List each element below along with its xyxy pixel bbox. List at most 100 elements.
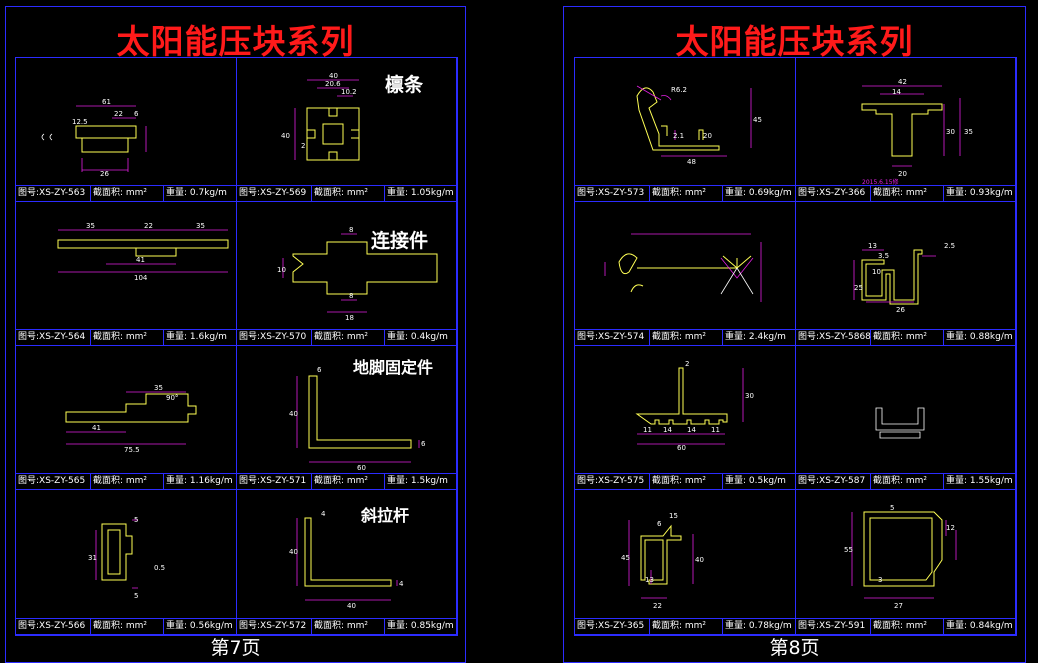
svg-text:6: 6 bbox=[134, 110, 139, 118]
svg-text:26: 26 bbox=[100, 170, 109, 178]
svg-text:90°: 90° bbox=[166, 394, 178, 402]
svg-text:35: 35 bbox=[86, 222, 95, 230]
profile-drawing: 6 40 60 6 bbox=[289, 366, 426, 472]
svg-text:4: 4 bbox=[399, 580, 404, 588]
svg-text:22: 22 bbox=[114, 110, 123, 118]
svg-text:22: 22 bbox=[653, 602, 662, 610]
svg-text:10.2: 10.2 bbox=[341, 88, 357, 96]
svg-text:0.5: 0.5 bbox=[154, 564, 165, 572]
svg-text:14: 14 bbox=[687, 426, 696, 434]
svg-text:10: 10 bbox=[872, 268, 881, 276]
svg-text:14: 14 bbox=[892, 88, 901, 96]
svg-text:104: 104 bbox=[134, 274, 148, 282]
svg-text:40: 40 bbox=[347, 602, 356, 610]
svg-text:3.5: 3.5 bbox=[878, 252, 889, 260]
svg-text:13: 13 bbox=[645, 576, 654, 584]
svg-text:26: 26 bbox=[896, 306, 905, 314]
category-label: 连接件 bbox=[371, 230, 429, 252]
revision-note: 2015.6.15修 bbox=[862, 178, 899, 186]
svg-text:35: 35 bbox=[154, 384, 163, 392]
svg-text:2: 2 bbox=[685, 360, 689, 368]
svg-text:12.5: 12.5 bbox=[72, 118, 88, 126]
svg-text:41: 41 bbox=[92, 424, 101, 432]
svg-text:45: 45 bbox=[753, 116, 762, 124]
svg-text:42: 42 bbox=[898, 78, 907, 86]
page-number: 第7页 bbox=[210, 637, 261, 659]
svg-text:5: 5 bbox=[890, 504, 894, 512]
svg-text:2.1: 2.1 bbox=[673, 132, 684, 140]
sheet-title: 太阳能压块系列 bbox=[675, 22, 914, 61]
svg-text:12: 12 bbox=[946, 524, 955, 532]
svg-text:6: 6 bbox=[421, 440, 426, 448]
svg-text:35: 35 bbox=[196, 222, 205, 230]
svg-text:15: 15 bbox=[669, 512, 678, 520]
category-label: 檩条 bbox=[385, 74, 424, 96]
category-label: 斜拉杆 bbox=[361, 506, 410, 525]
svg-text:45: 45 bbox=[621, 554, 630, 562]
svg-text:4: 4 bbox=[321, 510, 326, 518]
svg-text:40: 40 bbox=[289, 410, 298, 418]
profile-drawing: 4 40 40 4 bbox=[289, 510, 404, 610]
svg-text:8: 8 bbox=[349, 226, 353, 234]
profile-drawing: 8 10 8 18 bbox=[277, 226, 438, 322]
profile-drawing: 5 31 0.5 5 bbox=[88, 516, 165, 600]
svg-text:3: 3 bbox=[878, 576, 882, 584]
svg-text:31: 31 bbox=[88, 554, 97, 562]
svg-text:35: 35 bbox=[964, 128, 973, 136]
profile-drawing: 5 55 12 3 27 bbox=[844, 504, 957, 610]
profile-drawing: 40 20.6 10.2 2 40 bbox=[281, 72, 360, 161]
profile-drawing bbox=[875, 407, 925, 439]
svg-text:40: 40 bbox=[695, 556, 704, 564]
svg-text:6: 6 bbox=[657, 520, 662, 528]
svg-text:11: 11 bbox=[643, 426, 652, 434]
svg-text:2.5: 2.5 bbox=[944, 242, 955, 250]
svg-text:22: 22 bbox=[144, 222, 153, 230]
svg-text:20: 20 bbox=[898, 170, 907, 178]
svg-text:11: 11 bbox=[711, 426, 720, 434]
svg-text:13: 13 bbox=[868, 242, 877, 250]
svg-text:8: 8 bbox=[349, 292, 353, 300]
svg-text:5: 5 bbox=[134, 592, 138, 600]
svg-text:2: 2 bbox=[301, 142, 305, 150]
profile-drawing: 15 6 45 40 13 22 bbox=[621, 512, 704, 610]
profile-drawing: R6.2 2.1 20 45 48 bbox=[636, 85, 762, 166]
profile-drawing: 13 3.5 10 25 26 2.5 bbox=[853, 242, 955, 314]
svg-text:20: 20 bbox=[703, 132, 712, 140]
svg-text:61: 61 bbox=[102, 98, 111, 106]
svg-text:20.6: 20.6 bbox=[325, 80, 341, 88]
svg-text:75.5: 75.5 bbox=[124, 446, 140, 454]
svg-text:18: 18 bbox=[345, 314, 354, 322]
svg-text:40: 40 bbox=[281, 132, 290, 140]
profile-drawing bbox=[604, 233, 762, 302]
svg-text:R6.2: R6.2 bbox=[671, 86, 687, 94]
